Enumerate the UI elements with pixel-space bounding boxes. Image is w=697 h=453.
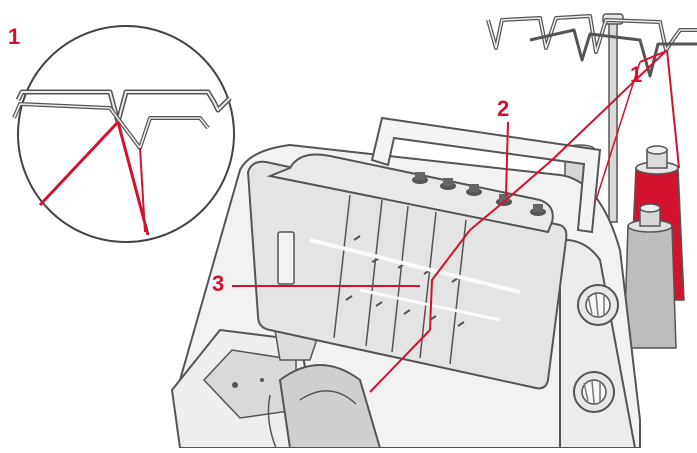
inset-circle (17, 25, 235, 243)
inset-magnifier (12, 25, 235, 243)
spool-gray (623, 225, 677, 349)
leader-2 (505, 121, 509, 197)
thread-stand-pole (608, 21, 618, 223)
inset-thread-left (38, 120, 120, 207)
leader-1-guide (639, 51, 665, 63)
inset-wire-guide-inner (17, 91, 231, 123)
callout-label-tension: 2 (497, 96, 510, 121)
tension-dial-5 (530, 204, 546, 216)
tension-dial-1 (412, 172, 428, 184)
callout-label-thread-paths: 3 (212, 271, 225, 296)
thread-stand-wire-back (529, 28, 697, 78)
carry-handle (370, 116, 602, 234)
tension-dial-3 (466, 184, 482, 196)
thread-path-red (369, 49, 680, 393)
callout-label-inset: 1 (8, 24, 21, 49)
spools (564, 144, 685, 349)
dial-upper (577, 284, 619, 326)
cover-latch (277, 231, 295, 285)
tension-dials (266, 153, 554, 234)
tension-dial-2 (440, 178, 456, 190)
callout-label-guide: 1 (630, 62, 643, 87)
dial-lower (573, 371, 615, 413)
inset-thread-cross (139, 147, 146, 233)
inset-thread-right (116, 121, 150, 236)
looper-cover (278, 364, 382, 449)
callout-leaders (232, 51, 665, 287)
